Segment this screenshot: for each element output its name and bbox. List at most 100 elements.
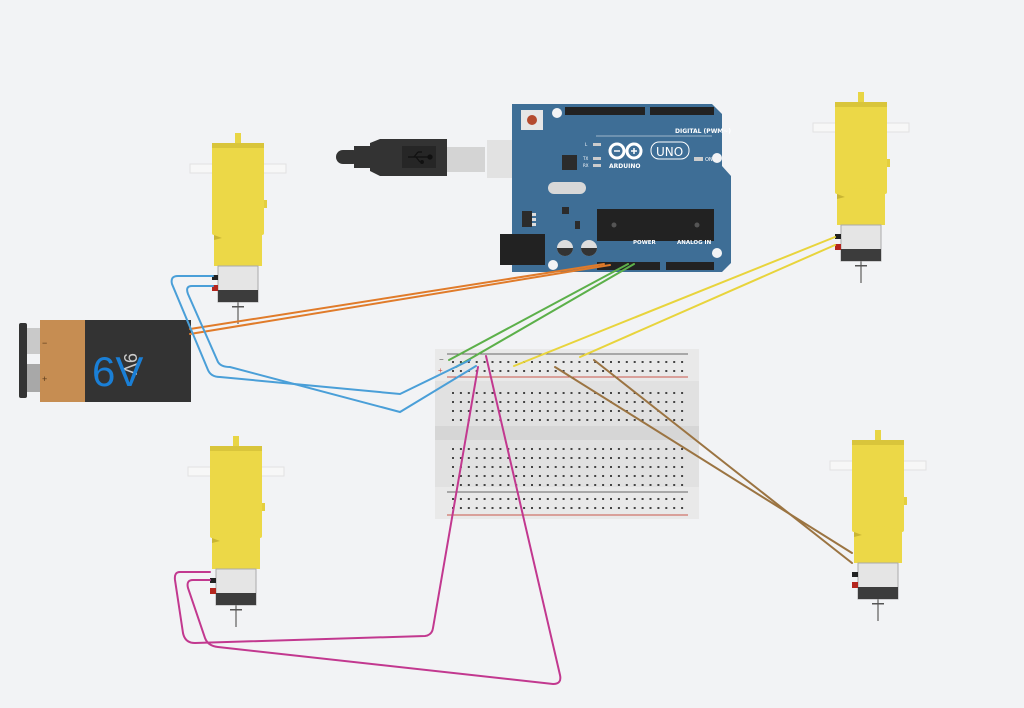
breadboard-hole[interactable] [681,466,684,468]
breadboard-hole[interactable] [546,401,549,403]
breadboard-hole[interactable] [523,466,526,468]
breadboard-hole[interactable] [610,419,612,421]
breadboard-hole[interactable] [610,475,612,477]
breadboard-hole[interactable] [673,370,676,372]
breadboard-hole[interactable] [538,419,541,421]
breadboard-hole[interactable] [633,484,636,486]
breadboard-hole[interactable] [538,466,541,468]
breadboard-hole[interactable] [633,457,636,459]
breadboard-hole[interactable] [459,410,462,412]
breadboard-hole[interactable] [602,475,605,477]
breadboard-hole[interactable] [578,401,581,403]
breadboard-hole[interactable] [570,466,573,468]
breadboard-hole[interactable] [665,392,668,394]
breadboard-hole[interactable] [641,361,644,363]
breadboard-hole[interactable] [546,370,549,372]
breadboard-hole[interactable] [483,401,486,403]
breadboard-hole[interactable] [602,466,605,468]
breadboard-hole[interactable] [665,401,668,403]
wire-yellow-1[interactable] [513,236,836,367]
breadboard-hole[interactable] [617,448,620,450]
breadboard-hole[interactable] [459,419,462,421]
breadboard-hole[interactable] [681,498,684,500]
breadboard-hole[interactable] [578,448,581,450]
breadboard-hole[interactable] [562,370,565,372]
breadboard-hole[interactable] [610,484,612,486]
breadboard-hole[interactable] [610,410,612,412]
breadboard-hole[interactable] [602,370,605,372]
breadboard-hole[interactable] [578,484,581,486]
breadboard-hole[interactable] [641,370,644,372]
breadboard-hole[interactable] [499,507,502,509]
breadboard-hole[interactable] [681,419,684,421]
breadboard-hole[interactable] [641,419,644,421]
breadboard-hole[interactable] [491,466,494,468]
breadboard-hole[interactable] [562,401,565,403]
breadboard-hole[interactable] [467,466,470,468]
breadboard-hole[interactable] [452,370,454,372]
breadboard-hole[interactable] [610,370,612,372]
breadboard-hole[interactable] [499,466,502,468]
breadboard-hole[interactable] [538,457,541,459]
breadboard-hole[interactable] [602,392,605,394]
breadboard-hole[interactable] [602,401,605,403]
breadboard-hole[interactable] [562,392,565,394]
breadboard-hole[interactable] [665,448,668,450]
breadboard-hole[interactable] [475,466,478,468]
usb-cable[interactable] [336,139,541,178]
breadboard-hole[interactable] [625,401,628,403]
breadboard-hole[interactable] [523,419,526,421]
breadboard-hole[interactable] [578,361,581,363]
breadboard-hole[interactable] [515,370,518,372]
breadboard-hole[interactable] [531,484,533,486]
breadboard-hole[interactable] [665,419,668,421]
breadboard-hole[interactable] [657,448,660,450]
breadboard-hole[interactable] [483,361,486,363]
breadboard-hole[interactable] [602,484,605,486]
breadboard-hole[interactable] [594,484,597,486]
breadboard-hole[interactable] [617,457,620,459]
breadboard-hole[interactable] [625,457,628,459]
breadboard-hole[interactable] [594,448,597,450]
breadboard-hole[interactable] [531,448,533,450]
breadboard-hole[interactable] [507,484,510,486]
breadboard-hole[interactable] [570,392,573,394]
breadboard-hole[interactable] [475,410,478,412]
breadboard-hole[interactable] [633,498,636,500]
breadboard-hole[interactable] [673,466,676,468]
breadboard-hole[interactable] [467,410,470,412]
breadboard-hole[interactable] [681,370,684,372]
breadboard-hole[interactable] [681,401,684,403]
breadboard-hole[interactable] [467,484,470,486]
breadboard-hole[interactable] [531,457,533,459]
breadboard-hole[interactable] [625,370,628,372]
breadboard-hole[interactable] [538,498,541,500]
breadboard-hole[interactable] [515,401,518,403]
breadboard-hole[interactable] [681,475,684,477]
wire-brown-2[interactable] [593,359,853,564]
breadboard-hole[interactable] [641,401,644,403]
breadboard-hole[interactable] [578,370,581,372]
breadboard-hole[interactable] [452,410,454,412]
breadboard-hole[interactable] [657,419,660,421]
breadboard-hole[interactable] [483,498,486,500]
breadboard-hole[interactable] [475,457,478,459]
breadboard-hole[interactable] [578,475,581,477]
breadboard-hole[interactable] [625,507,628,509]
breadboard-hole[interactable] [483,392,486,394]
breadboard-hole[interactable] [610,361,612,363]
breadboard-hole[interactable] [570,401,573,403]
breadboard-hole[interactable] [531,392,533,394]
breadboard-hole[interactable] [483,475,486,477]
wire-green-1[interactable] [448,263,629,361]
breadboard-hole[interactable] [538,361,541,363]
dc-motor-bottom-right[interactable] [829,429,927,622]
arduino-uno-board[interactable]: DIGITAL (PWM~) ARDUINO UNO ON L TX RX [500,104,731,272]
breadboard-hole[interactable] [649,392,652,394]
breadboard-hole[interactable] [523,370,526,372]
breadboard-hole[interactable] [562,410,565,412]
breadboard-hole[interactable] [649,484,652,486]
breadboard-hole[interactable] [467,457,470,459]
breadboard-hole[interactable] [673,507,676,509]
breadboard-hole[interactable] [578,498,581,500]
